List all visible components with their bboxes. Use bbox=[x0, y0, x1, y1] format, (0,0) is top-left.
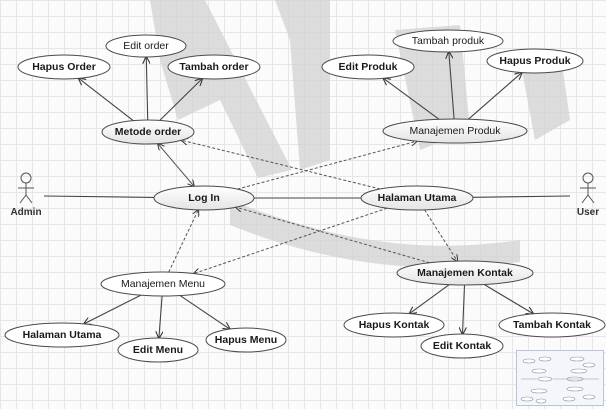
use-case-label: Tambah produk bbox=[412, 35, 485, 47]
use-case-ellipse bbox=[100, 271, 226, 297]
extend-arrow bbox=[79, 78, 134, 122]
use-case-ellipse bbox=[4, 322, 120, 348]
admin-actor-label: Admin bbox=[10, 207, 41, 218]
use-case-ellipse bbox=[396, 260, 534, 286]
use-case-ellipse bbox=[105, 34, 187, 58]
extend-arrow bbox=[383, 78, 440, 120]
use-case-manajemen-produk[interactable]: Manajemen Produk bbox=[382, 118, 528, 144]
extend-arrow bbox=[449, 52, 455, 120]
minimap-preview bbox=[520, 356, 599, 404]
use-case-label: Edit order bbox=[123, 40, 169, 52]
extend-arrow bbox=[462, 284, 464, 334]
use-case-ellipse bbox=[101, 119, 195, 145]
use-case-halaman-utama-left[interactable]: Halaman Utama bbox=[4, 322, 120, 348]
use-case-ellipse bbox=[343, 312, 445, 338]
actor-head bbox=[582, 172, 594, 184]
minimap-thumbnail[interactable] bbox=[516, 350, 604, 406]
use-case-hapus-produk[interactable]: Hapus Produk bbox=[486, 48, 584, 74]
use-case-ellipse bbox=[117, 337, 199, 363]
extend-arrow bbox=[146, 57, 147, 121]
use-case-label: Hapus Kontak bbox=[359, 319, 430, 331]
association-lines bbox=[43, 52, 571, 338]
use-case-label: Edit Menu bbox=[133, 344, 183, 356]
actor-body bbox=[18, 183, 34, 204]
use-case-metode-order[interactable]: Metode order bbox=[101, 119, 195, 145]
association-line bbox=[43, 195, 155, 198]
actor-body bbox=[580, 183, 596, 204]
use-case-tambah-produk[interactable]: Tambah produk bbox=[392, 29, 504, 53]
dependency-arrow bbox=[194, 207, 388, 273]
dependency-arrow bbox=[237, 141, 416, 190]
use-case-hapus-order[interactable]: Hapus Order bbox=[17, 54, 111, 80]
actor-head bbox=[20, 172, 32, 184]
use-case-edit-produk[interactable]: Edit Produk bbox=[321, 54, 415, 80]
use-case-ellipse bbox=[486, 48, 584, 74]
dependency-arrow bbox=[158, 144, 195, 187]
user-actor-label: User bbox=[577, 207, 599, 218]
dependency-arrow bbox=[168, 210, 199, 273]
use-case-tambah-order[interactable]: Tambah order bbox=[167, 54, 261, 80]
user-actor[interactable]: User bbox=[577, 172, 599, 218]
use-case-ellipse bbox=[420, 333, 504, 359]
use-case-ellipse bbox=[153, 185, 255, 211]
dependency-arrow bbox=[236, 207, 430, 264]
association-line bbox=[472, 195, 571, 198]
extend-arrow bbox=[483, 284, 533, 314]
use-case-label: Manajemen Kontak bbox=[417, 267, 513, 279]
use-case-hapus-kontak[interactable]: Hapus Kontak bbox=[343, 312, 445, 338]
use-case-ellipse bbox=[498, 312, 606, 338]
dependency-arrow bbox=[182, 140, 381, 190]
use-case-hapus-menu[interactable]: Hapus Menu bbox=[205, 327, 287, 353]
admin-actor[interactable]: Admin bbox=[10, 172, 42, 218]
use-case-log-in[interactable]: Log In bbox=[153, 185, 255, 211]
use-case-label: Tambah order bbox=[179, 61, 248, 73]
use-case-label: Edit Kontak bbox=[433, 340, 491, 352]
use-case-label: Manajemen Produk bbox=[409, 125, 501, 137]
use-case-label: Hapus Produk bbox=[499, 55, 570, 67]
use-case-ellipse bbox=[392, 29, 504, 53]
use-case-label: Tambah Kontak bbox=[513, 319, 591, 331]
use-case-ellipse bbox=[360, 185, 474, 211]
use-case-tambah-kontak[interactable]: Tambah Kontak bbox=[498, 312, 606, 338]
extend-arrow bbox=[159, 295, 162, 338]
extend-arrow bbox=[84, 294, 142, 324]
extend-arrow bbox=[468, 73, 521, 120]
use-case-edit-order[interactable]: Edit order bbox=[105, 34, 187, 58]
use-case-edit-menu[interactable]: Edit Menu bbox=[117, 337, 199, 363]
use-case-manajemen-kontak[interactable]: Manajemen Kontak bbox=[396, 260, 534, 286]
use-case-ellipse bbox=[205, 327, 287, 353]
use-case-label: Hapus Order bbox=[32, 61, 96, 73]
use-case-edit-kontak[interactable]: Edit Kontak bbox=[420, 333, 504, 359]
use-case-label: Metode order bbox=[115, 126, 182, 138]
use-case-label: Manajemen Menu bbox=[121, 278, 205, 290]
actors: Admin User bbox=[10, 172, 599, 218]
dependency-arrow bbox=[424, 209, 458, 261]
use-case-ellipse bbox=[17, 54, 111, 80]
use-case-label: Halaman Utama bbox=[378, 192, 457, 204]
extend-arrow bbox=[159, 79, 202, 121]
use-case-manajemen-menu[interactable]: Manajemen Menu bbox=[100, 271, 226, 297]
use-case-ellipse bbox=[321, 54, 415, 80]
use-case-label: Halaman Utama bbox=[23, 329, 102, 341]
use-case-label: Edit Produk bbox=[339, 61, 398, 73]
dependency-lines bbox=[158, 140, 457, 273]
use-case-label: Hapus Menu bbox=[215, 334, 277, 346]
use-case-ellipse bbox=[382, 118, 528, 144]
use-case-label: Log In bbox=[188, 192, 220, 204]
use-case-halaman-utama-center[interactable]: Halaman Utama bbox=[360, 185, 474, 211]
use-case-ellipse bbox=[167, 54, 261, 80]
extend-arrow bbox=[410, 284, 450, 314]
extend-arrow bbox=[179, 295, 230, 330]
